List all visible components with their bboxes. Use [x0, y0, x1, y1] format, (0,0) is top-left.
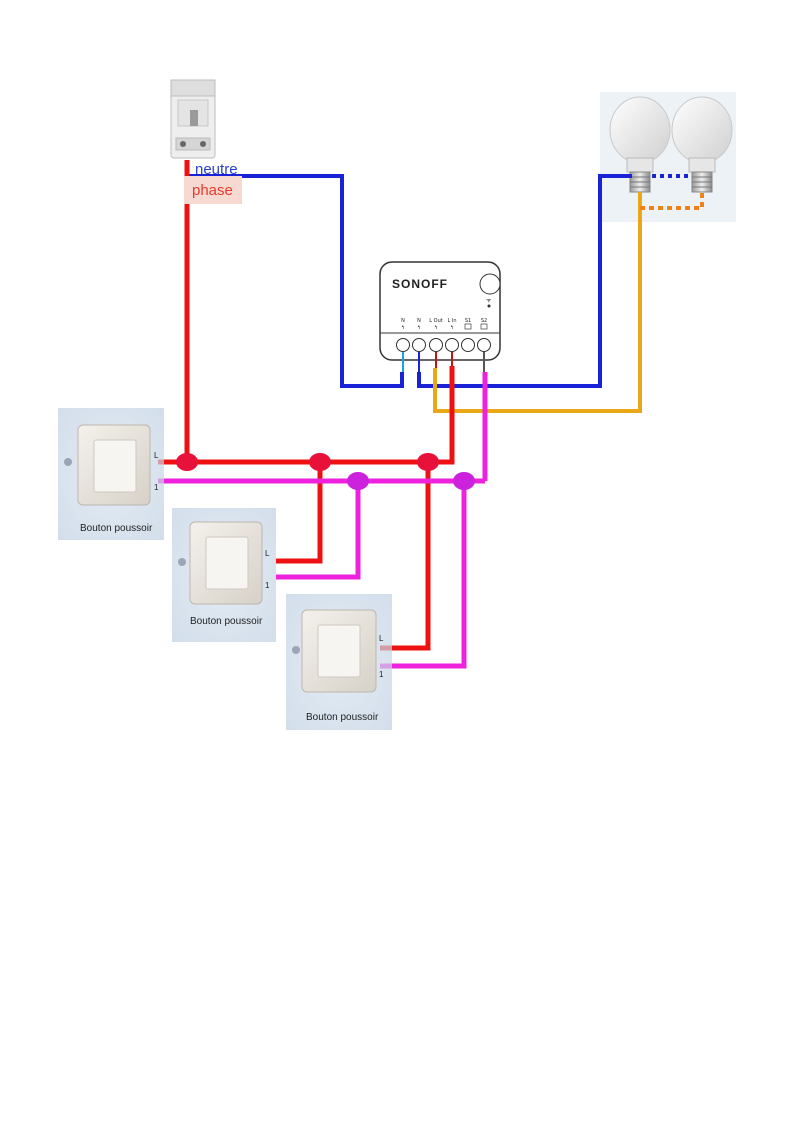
switched-junction-1 [347, 472, 369, 490]
terminal-label-lin: L In [447, 318, 456, 324]
push-button-2: L 1 Bouton poussoir [172, 508, 276, 642]
lamps-area [600, 92, 736, 222]
bulb-1 [609, 96, 671, 193]
svg-text:ϟ: ϟ [450, 325, 453, 331]
switch-3-terminal-l: L [379, 634, 384, 643]
switched-drop-switch-3 [380, 481, 467, 669]
switch-2-caption: Bouton poussoir [190, 616, 263, 627]
phase-drop-switch-3 [380, 462, 431, 651]
phase-drop-switch-2 [276, 462, 323, 564]
switch-1-terminal-l: L [154, 451, 159, 460]
terminal-lin [445, 338, 459, 352]
push-button-3: L 1 Bouton poussoir [286, 594, 392, 730]
terminal-s2 [477, 338, 491, 352]
lamp-feed-wire [433, 192, 642, 413]
terminal-n1 [396, 338, 410, 352]
neutral-label: neutre [195, 161, 238, 178]
sonoff-logo: SONOFF [392, 277, 448, 291]
bulb-2 [671, 96, 733, 193]
switch-2-terminal-1: 1 [265, 581, 270, 590]
switch-2-terminal-l: L [265, 549, 270, 558]
switch-3-caption: Bouton poussoir [306, 712, 379, 723]
sonoff-module: SONOFF ᯤ N N L Out L In S1 S2 ϟ ϟ ϟ ϟ [379, 261, 501, 372]
circuit-breaker [170, 79, 216, 159]
terminal-label-n1: N [401, 318, 405, 324]
svg-text:ϟ: ϟ [434, 325, 437, 331]
switched-junction-2 [453, 472, 475, 490]
switch-1-caption: Bouton poussoir [80, 523, 153, 534]
terminal-label-lout: L Out [429, 318, 442, 324]
phase-junction-2 [309, 453, 331, 471]
module-button [479, 273, 501, 295]
switch-1-terminal-1: 1 [154, 483, 159, 492]
phase-junctions [176, 453, 439, 471]
svg-text:ϟ: ϟ [417, 325, 420, 331]
terminal-n2 [412, 338, 426, 352]
switch-3-terminal-1: 1 [379, 670, 384, 679]
phase-wire-module [428, 366, 455, 465]
terminal-label-n2: N [417, 318, 421, 324]
svg-text:ϟ: ϟ [401, 325, 404, 331]
phase-junction-1 [176, 453, 198, 471]
lamp-feed-bridge [640, 192, 704, 210]
terminal-lout [429, 338, 443, 352]
phase-label: phase [192, 182, 233, 199]
neutral-wire-module-lamps [417, 174, 632, 388]
switched-junctions [347, 472, 475, 490]
terminal-label-s1: S1 [465, 318, 471, 324]
phase-junction-3 [417, 453, 439, 471]
push-button-1: L 1 Bouton poussoir [58, 408, 164, 540]
wifi-icon: ᯤ [486, 297, 492, 304]
terminal-s1 [461, 338, 475, 352]
switched-drop-switch-2 [276, 481, 361, 580]
phase-label-bg [184, 176, 242, 204]
terminal-label-s2: S2 [481, 318, 487, 324]
